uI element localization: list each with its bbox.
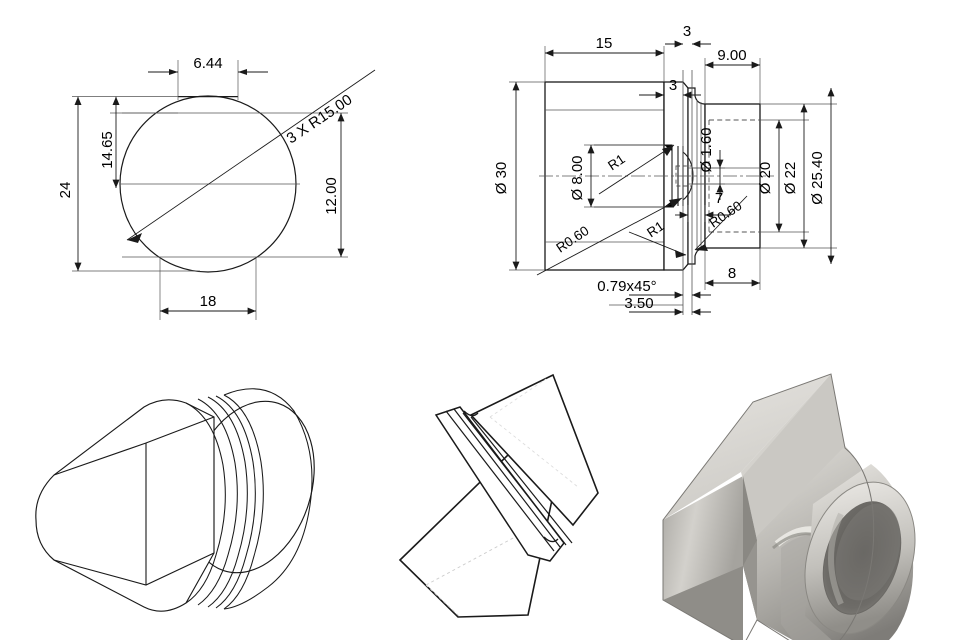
dim-12-00-label: 12.00 — [323, 177, 340, 215]
front-end-view: 6.44 14.65 24 12.00 18 3 X R15.00 — [57, 55, 376, 320]
dim-14-65-label: 14.65 — [99, 131, 116, 169]
dim-6-44-label: 6.44 — [193, 55, 222, 72]
dim-8-label: 8 — [728, 265, 736, 282]
iso-shaded-bore — [822, 501, 902, 615]
iso-sec-band-ribs — [445, 408, 573, 552]
isometric-wireframe-view — [35, 388, 315, 612]
iso-shaded-hex-body — [663, 476, 743, 640]
dim-9-00-label: 9.00 — [717, 47, 746, 64]
dim-24-label: 24 — [57, 182, 74, 199]
section-dimension-lines — [512, 40, 835, 316]
iso-wire-hex-facets — [53, 416, 215, 586]
dim-15-label: 15 — [596, 35, 613, 52]
dim-3-50-label: 3.50 — [624, 295, 653, 312]
iso-wire-body — [35, 399, 315, 612]
iso-shaded-outline — [662, 373, 875, 640]
iso-sec-notches — [463, 410, 559, 543]
iso-wire-grooves — [185, 394, 264, 610]
iso-wire-back-edge — [223, 388, 313, 610]
iso-shaded-bore-highlight — [828, 512, 844, 606]
dim-3-top-label: 3 — [683, 23, 691, 40]
dim-dia-20-label: Ø 20 — [757, 162, 774, 195]
section-hex-flat-lines — [545, 109, 664, 243]
section-side-view: 15 3 9.00 3 Ø 30 Ø 8.00 R1 R1 R0.60 R0.6… — [493, 23, 837, 316]
iso-sec-left-hidden — [425, 529, 529, 618]
dim-3-inner-label: 3 — [669, 77, 677, 94]
dim-dia-30-label: Ø 30 — [493, 162, 510, 195]
section-small-bore-hidden — [675, 165, 693, 187]
dim-dia-8-label: Ø 8.00 — [569, 155, 586, 200]
section-hidden-bore-lines — [708, 119, 760, 233]
iso-sec-right-hidden — [489, 378, 579, 488]
dim-dia-22-label: Ø 22 — [782, 162, 799, 195]
section-extension-lines — [509, 46, 837, 306]
section-nose-tip-round — [682, 151, 694, 201]
front-dimension-lines — [74, 69, 376, 315]
section-chamfer-axis — [682, 70, 693, 315]
isometric-shaded-view — [662, 373, 916, 640]
dim-3xR15-label: 3 X R15.00 — [284, 91, 356, 147]
dim-dia-25-40-label: Ø 25.40 — [809, 151, 826, 204]
iso-shaded-hex-right — [743, 374, 845, 620]
dim-dia-1-60-label: Ø 1.60 — [698, 127, 715, 172]
iso-sec-right-slab — [469, 373, 599, 527]
dim-chamfer-label: 0.79x45° — [597, 278, 656, 295]
dim-18-label: 18 — [200, 293, 217, 310]
front-extension-lines — [72, 60, 348, 320]
dim-7-label: 7 — [715, 190, 723, 207]
isometric-section-wireframe-view — [398, 373, 599, 618]
